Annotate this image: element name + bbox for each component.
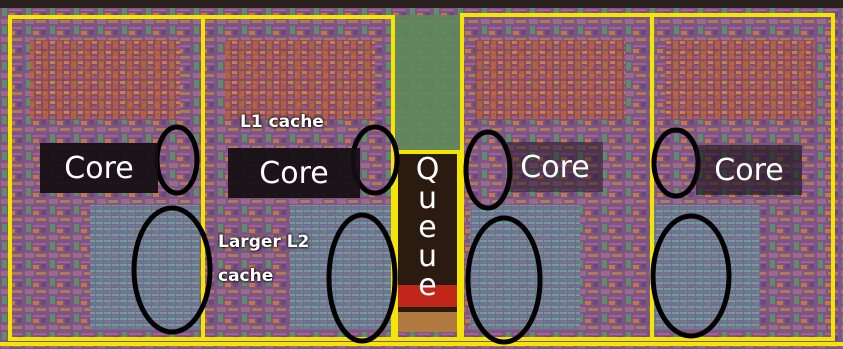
queue-bottom-band (398, 312, 458, 332)
core-outlines (0, 13, 843, 346)
l2-cache-circle (465, 215, 543, 345)
l2-cache-circle (650, 213, 732, 339)
core-label-box-4: Core (696, 145, 802, 195)
core-label-1: Core (64, 150, 134, 186)
queue-letter: e (418, 210, 437, 245)
core-label-4: Core (714, 152, 784, 188)
core-logic-region (665, 40, 815, 120)
queue-letter: Q (415, 152, 440, 187)
core-label-box-2: Core (228, 148, 360, 198)
queue-outline (394, 150, 461, 341)
core-logic-region (475, 40, 625, 120)
queue-letter: e (418, 268, 437, 303)
core-logic-region (225, 40, 375, 120)
queue-strip-upper (395, 15, 460, 155)
die-top-edge (0, 0, 843, 8)
core-label-box-1: Core (40, 143, 158, 193)
l2-cache-circles (131, 205, 732, 345)
l2-cache-label-line1: Larger L2 (218, 232, 310, 252)
queue-red-band (398, 285, 458, 307)
core-outline-4 (650, 13, 835, 341)
l2-cache-label-line2: cache (218, 266, 274, 286)
l1-cache-label: L1 cache (240, 112, 324, 132)
l1-cache-circle (463, 129, 513, 211)
core-label-box-3: Core (507, 142, 603, 192)
core-label-2: Core (259, 155, 329, 191)
core-label-3: Core (520, 149, 590, 185)
core-logic-region (30, 40, 180, 120)
queue-letter: u (417, 181, 437, 216)
l2-cache-circle (131, 205, 213, 335)
queue-letter: u (417, 239, 437, 274)
l2-cache-circle (326, 212, 398, 344)
l2-cache-array (650, 205, 760, 330)
